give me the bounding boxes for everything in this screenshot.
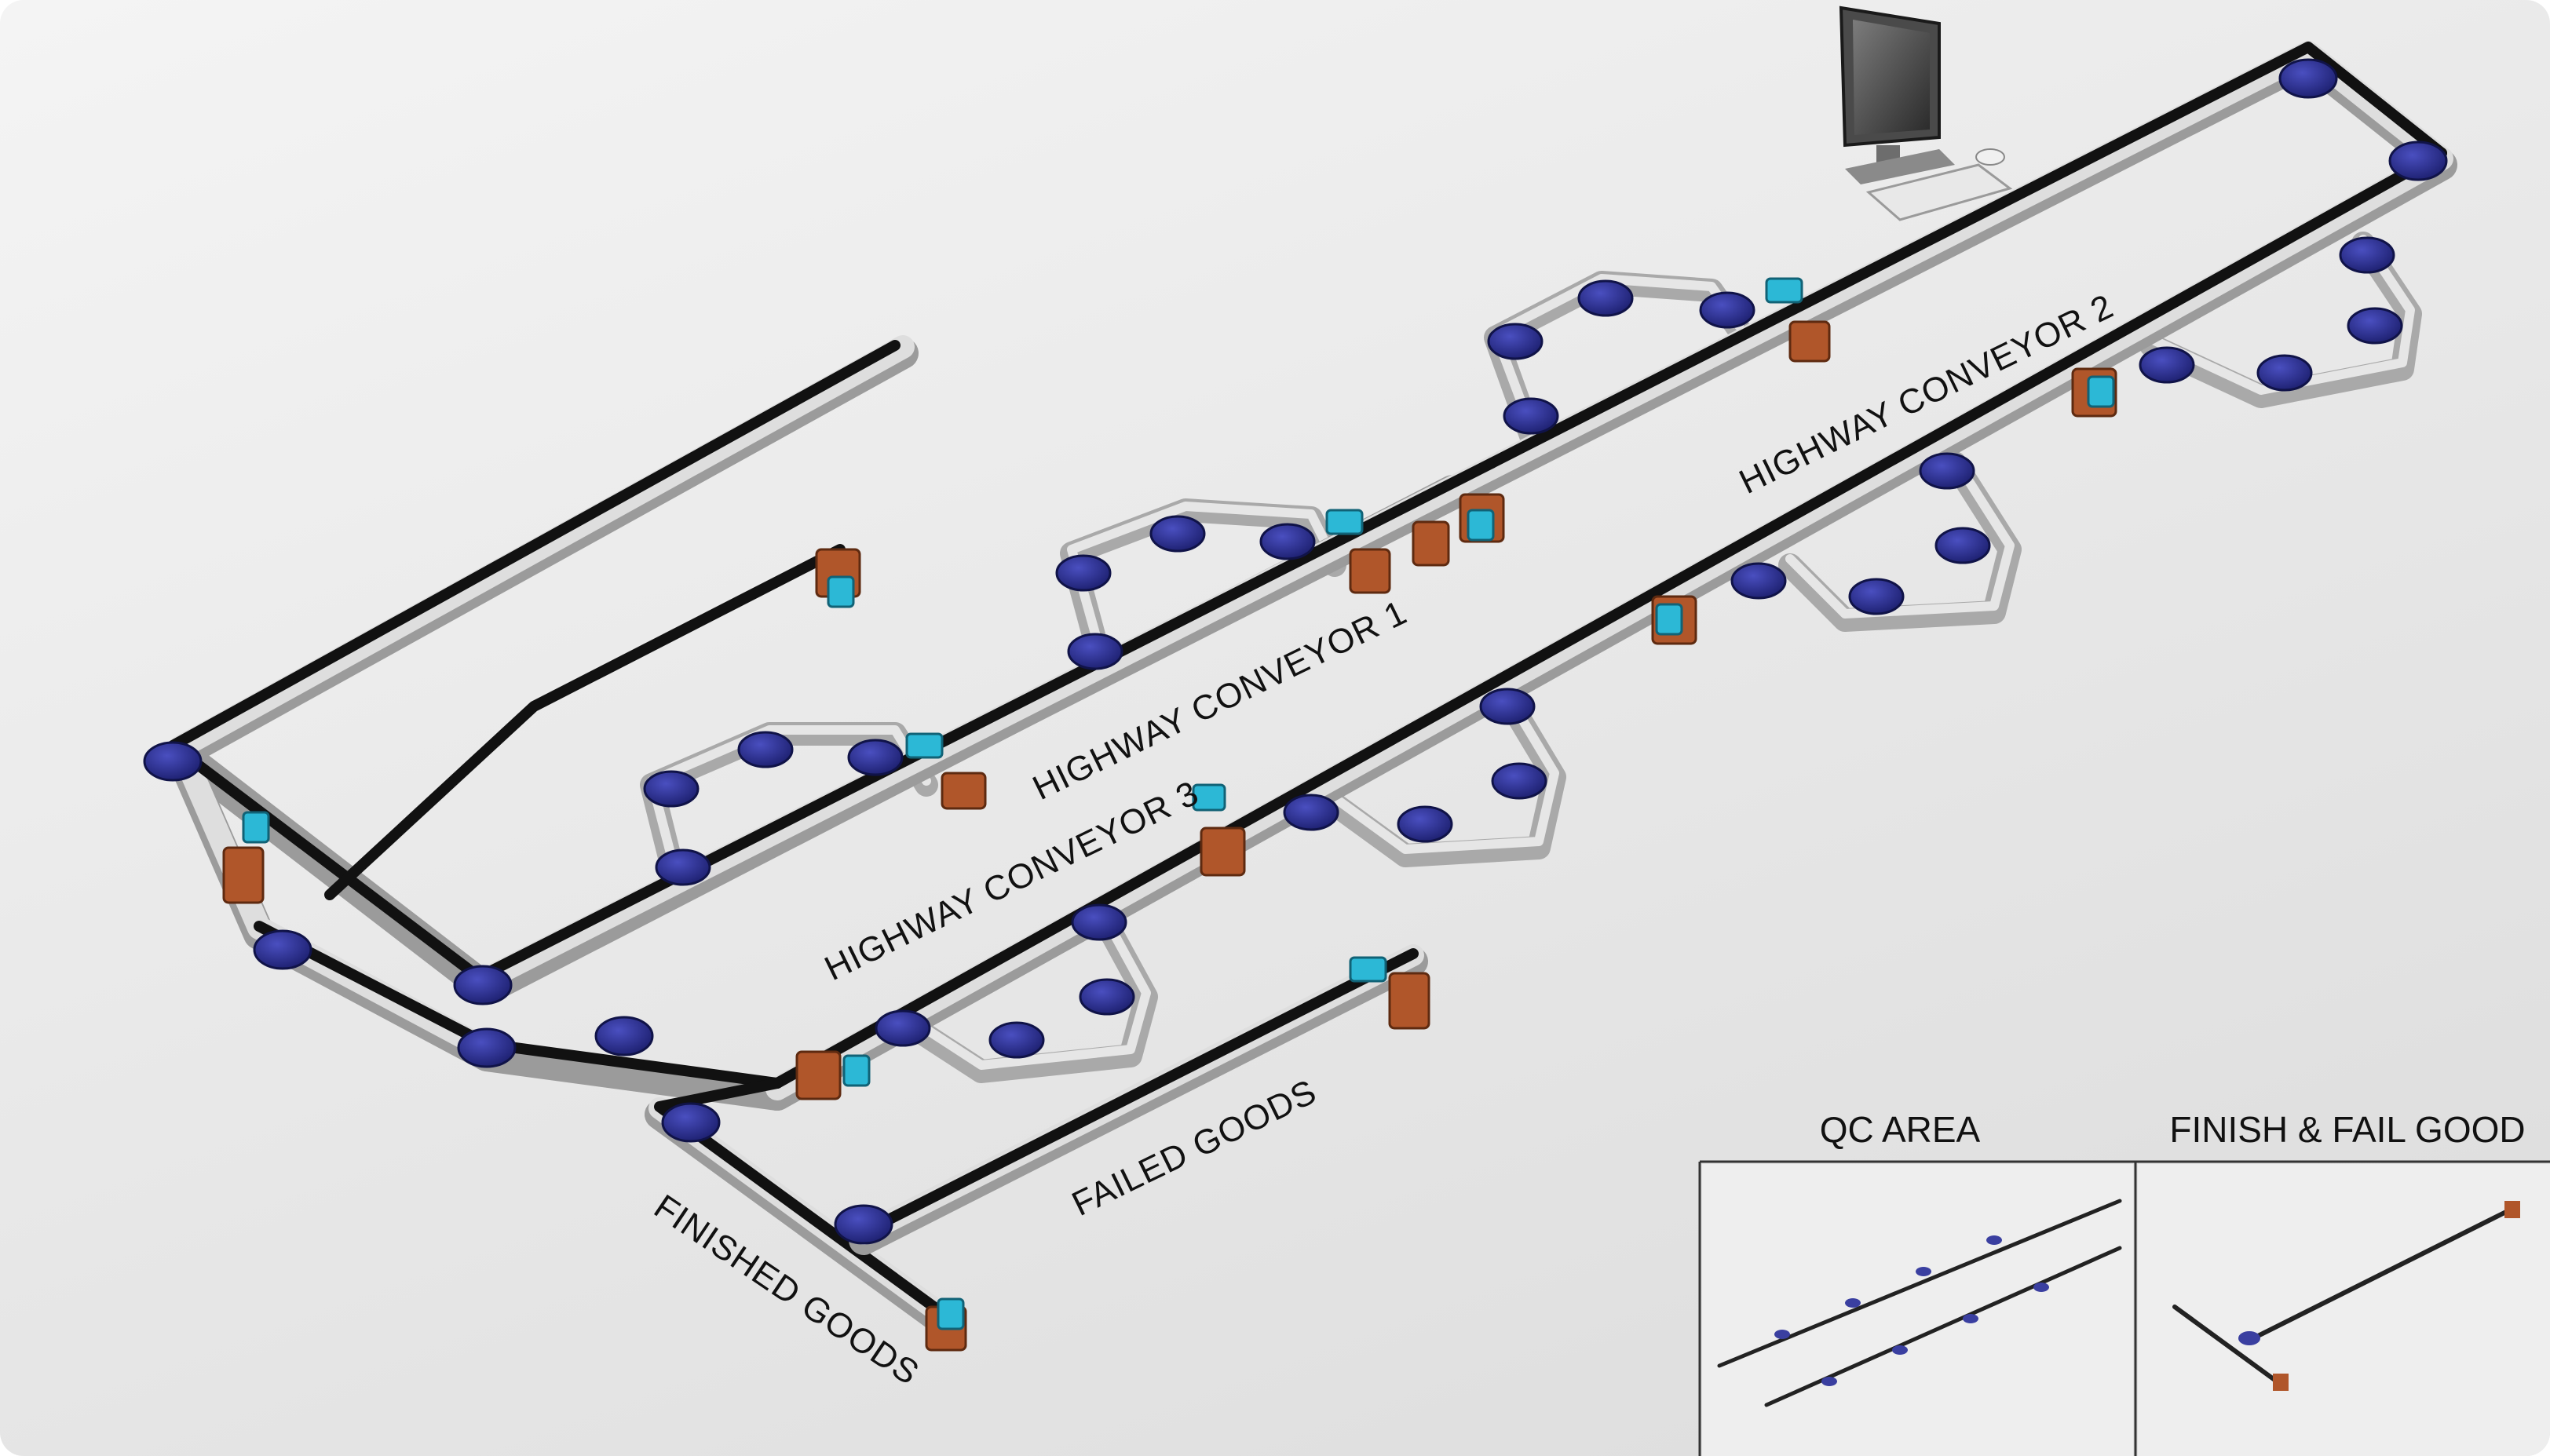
failed-goods-label: FAILED GOODS bbox=[1066, 1072, 1323, 1224]
sensor bbox=[937, 1297, 965, 1330]
roller bbox=[457, 1027, 517, 1068]
roller bbox=[1503, 397, 1559, 435]
sensor bbox=[905, 732, 944, 759]
sensor-group bbox=[242, 277, 2115, 1330]
roller bbox=[2388, 140, 2448, 181]
roller bbox=[1071, 903, 1127, 941]
roller bbox=[1149, 515, 1206, 553]
highway-loop-rail bbox=[463, 43, 2457, 1111]
roller bbox=[143, 741, 203, 782]
qc-area-title: QC AREA bbox=[1820, 1109, 1981, 1150]
sensor bbox=[2087, 375, 2115, 408]
roller bbox=[1283, 794, 1339, 831]
sensor bbox=[827, 575, 855, 608]
failed-goods-belt bbox=[858, 948, 1419, 1238]
motor bbox=[1788, 320, 1831, 363]
sensor bbox=[1765, 277, 1803, 304]
finish-fail-good-title: FINISH & FAIL GOOD bbox=[2169, 1109, 2525, 1150]
motor bbox=[1412, 520, 1450, 567]
roller bbox=[1055, 554, 1112, 592]
roller bbox=[1577, 279, 1634, 317]
qc-area-thumbnail bbox=[1702, 1164, 2133, 1456]
roller bbox=[1397, 805, 1453, 843]
roller bbox=[1699, 291, 1755, 329]
roller bbox=[1079, 978, 1135, 1016]
roller bbox=[643, 770, 700, 808]
roller bbox=[2339, 236, 2395, 274]
roller bbox=[2139, 346, 2195, 384]
roller bbox=[1934, 527, 1991, 564]
highway-conveyor-3-belt bbox=[772, 148, 2447, 1089]
roller bbox=[1479, 688, 1536, 725]
roller-group bbox=[143, 58, 2448, 1245]
roller bbox=[1259, 523, 1316, 560]
roller bbox=[1067, 633, 1123, 670]
roller bbox=[1848, 578, 1905, 615]
highway-conveyor-1-belt bbox=[473, 458, 1497, 983]
return-belt bbox=[167, 340, 901, 983]
roller bbox=[1919, 452, 1975, 490]
roller bbox=[2278, 58, 2338, 99]
motor bbox=[941, 772, 987, 810]
roller bbox=[988, 1021, 1045, 1059]
roller bbox=[834, 1204, 893, 1245]
motor bbox=[1388, 972, 1430, 1030]
roller bbox=[253, 929, 312, 970]
roller bbox=[1730, 562, 1787, 600]
finish-fail-thumbnail bbox=[2138, 1164, 2550, 1456]
inset-panels: QC AREA FINISH & FAIL GOOD bbox=[1698, 1109, 2550, 1456]
roller bbox=[594, 1016, 654, 1056]
highway-conveyor-2-belt bbox=[1486, 42, 2447, 469]
sensor bbox=[242, 811, 270, 844]
motor bbox=[1349, 548, 1391, 594]
sensor bbox=[1467, 509, 1495, 542]
sensor bbox=[1192, 783, 1226, 812]
roller bbox=[2256, 354, 2313, 392]
sensor bbox=[1349, 956, 1387, 983]
roller bbox=[661, 1102, 721, 1143]
motor bbox=[795, 1050, 842, 1100]
roller bbox=[737, 731, 794, 768]
feeder-belt bbox=[324, 544, 846, 900]
computer-workstation-icon bbox=[1839, 5, 2013, 221]
roller bbox=[875, 1009, 931, 1047]
roller bbox=[847, 739, 904, 776]
roller bbox=[453, 965, 513, 1005]
motor bbox=[1200, 827, 1246, 877]
sensor bbox=[1325, 509, 1364, 535]
sensor bbox=[1655, 603, 1683, 636]
motor bbox=[222, 846, 265, 904]
roller bbox=[1487, 323, 1544, 360]
roller bbox=[655, 848, 711, 886]
roller bbox=[2347, 307, 2403, 345]
sensor bbox=[842, 1054, 871, 1087]
roller bbox=[1491, 762, 1547, 800]
